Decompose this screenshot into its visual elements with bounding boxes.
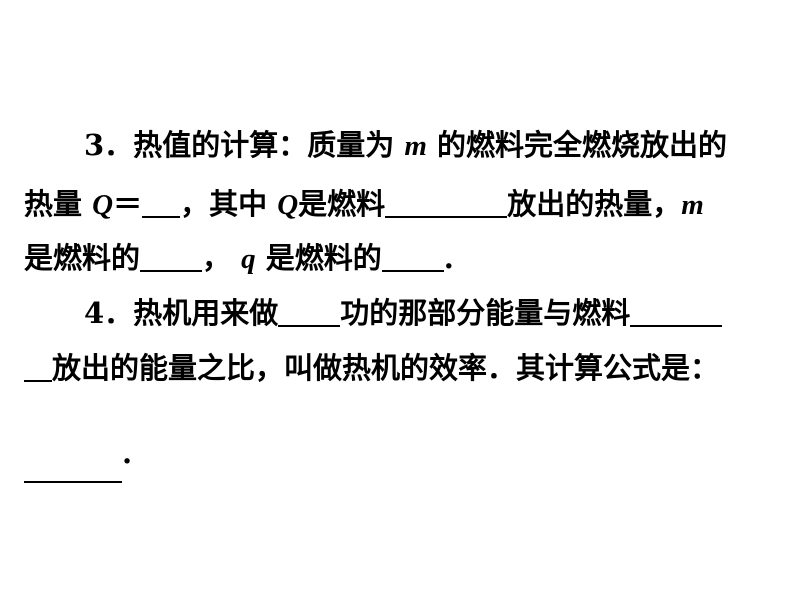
item3-text: ＝ <box>113 187 143 221</box>
item3-line-1: 3．热值的计算：质量为 m 的燃料完全燃烧放出的 <box>24 123 784 167</box>
blank-heat-formula[interactable] <box>142 188 181 218</box>
item3-line-2: 热量 Q＝，其中 Q是燃料放出的热量，m <box>24 182 784 226</box>
item3-text: 是燃料 <box>298 187 386 221</box>
variable-Q: Q <box>277 189 299 221</box>
variable-Q: Q <box>92 189 114 221</box>
item3-number: 3． <box>84 128 134 162</box>
item3-text: 是燃料的 <box>24 241 141 275</box>
item4-number: 4． <box>84 296 134 330</box>
item3-text: 质量为 <box>307 128 395 162</box>
item3-line-3: 是燃料的 ， q 是燃料的. <box>24 236 784 280</box>
item3-text: ，其中 <box>180 187 268 221</box>
variable-m: m <box>681 189 704 221</box>
item3-text: . <box>443 241 454 275</box>
item3-heading: 热值的计算： <box>133 128 308 162</box>
item4-text: 放出的能量之比，叫做热机的效率．其计算公式是： <box>52 351 720 385</box>
item4-line-1: 4．热机用来做 功的那部分能量与燃料 <box>24 291 784 335</box>
variable-q: q <box>241 243 256 275</box>
blank-complete-combustion-part2[interactable] <box>24 352 52 382</box>
item3-text: 是燃料的 <box>265 241 382 275</box>
item3-text: 放出的热量， <box>507 187 682 221</box>
variable-m: m <box>404 130 427 162</box>
item4-line-2: 放出的能量之比，叫做热机的效率．其计算公式是： <box>24 346 784 390</box>
blank-efficiency-formula[interactable] <box>24 481 122 483</box>
blank-useful-work[interactable] <box>278 297 341 327</box>
item3-text: 热量 <box>24 187 83 221</box>
blank-combustion-condition[interactable] <box>385 188 508 218</box>
item4-text: 热机用来做 <box>133 296 279 330</box>
blank-heat-value[interactable] <box>381 242 444 272</box>
formula-period: . <box>122 436 133 470</box>
blank-mass[interactable] <box>140 242 203 272</box>
item4-text: 功的那部分能量与燃料 <box>340 296 631 330</box>
item3-text: ， <box>202 241 232 275</box>
blank-complete-combustion-part1[interactable] <box>630 297 723 327</box>
item3-text: 的燃料完全燃烧放出的 <box>437 128 728 162</box>
